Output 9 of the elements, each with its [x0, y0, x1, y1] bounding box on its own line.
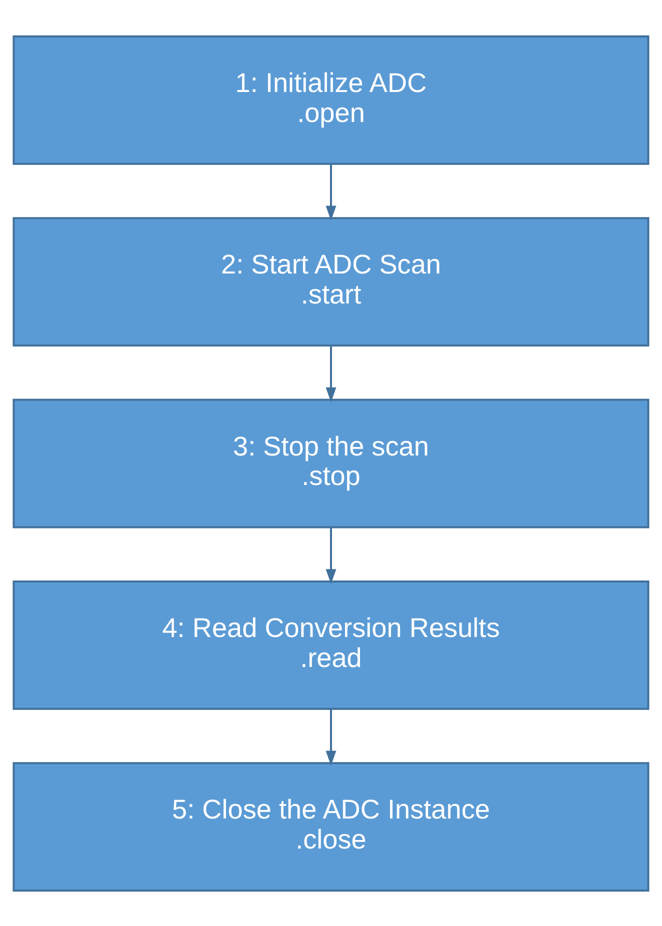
arrow	[326, 708, 336, 766]
node-box: 5: Close the ADC Instance .close	[12, 762, 650, 892]
arrow	[326, 164, 336, 220]
arrow	[326, 526, 336, 584]
node-box: 3: Stop the scan .stop	[12, 398, 650, 528]
node-box: 2: Start ADC Scan .start	[12, 216, 650, 346]
arrow	[326, 345, 336, 402]
node-box: 1: Initialize ADC .open	[12, 34, 650, 164]
node-box: 4: Read Conversion Results .read	[12, 580, 650, 710]
